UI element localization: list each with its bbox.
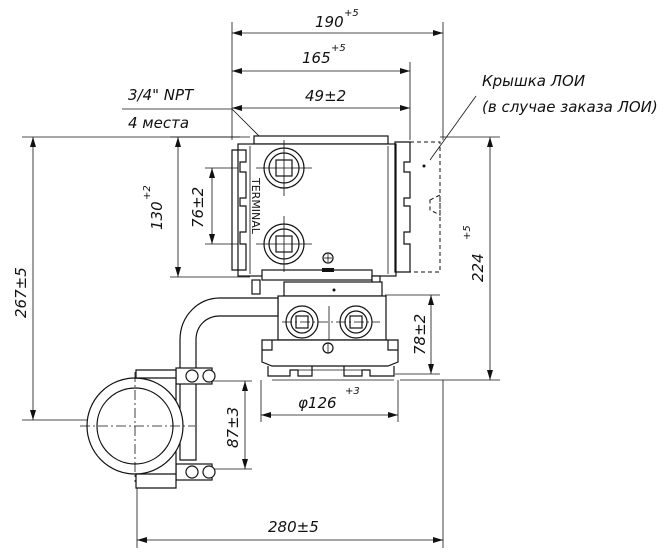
dimension-width-body: 165 +5 [232, 43, 411, 140]
dim-130-tol: +2 [142, 185, 153, 200]
dim-78-value: 78±2 [411, 314, 429, 355]
pipe-clamp [80, 369, 195, 489]
dim-49-value: 49±2 [305, 87, 346, 105]
cover-callout: Крышка ЛОИ (в случае заказа ЛОИ) [429, 72, 658, 161]
sensor-module [261, 281, 399, 381]
dim-267-value: 267±5 [12, 267, 30, 318]
dimension-width-total: 190 +5 [231, 8, 444, 140]
dimension-width-terminal: 49±2 [232, 87, 410, 111]
dimension-length-bottom: 280±5 [136, 380, 444, 548]
dim-280-value: 280±5 [268, 518, 319, 536]
cable-entry-top [256, 140, 312, 196]
npt-callout: 3/4" NPT 4 места [122, 86, 284, 161]
terminal-label: TERMINAL [249, 177, 262, 235]
dim-165-tol: +5 [331, 43, 346, 54]
dimension-flange-diameter: φ126 +3 [260, 380, 399, 422]
dim-126-value: φ126 [298, 394, 337, 412]
dimension-height-body: 130 +2 [142, 136, 250, 278]
dim-87-value: 87±3 [224, 407, 242, 448]
electronics-housing: TERMINAL [231, 135, 441, 295]
dimension-height-flange: 78±2 [385, 294, 440, 375]
dim-224-value: 224 [469, 253, 487, 282]
cable-entry-bottom [256, 216, 312, 272]
dim-224-tol: +5 [462, 225, 473, 240]
dim-190-tol: +5 [344, 8, 359, 19]
dim-190-value: 190 [315, 13, 344, 31]
npt-thread-label: 3/4" NPT [128, 86, 195, 104]
dim-165-value: 165 [302, 49, 331, 67]
cover-title-label: Крышка ЛОИ [482, 72, 585, 90]
dim-76-value: 76±2 [189, 187, 207, 228]
npt-count-label: 4 места [128, 114, 189, 132]
dim-130-value: 130 [148, 201, 166, 230]
mounting-bracket [175, 297, 279, 481]
cover-note-label: (в случае заказа ЛОИ) [482, 98, 658, 116]
dimension-height-right: 224 +5 [400, 136, 500, 381]
dim-126-tol: +3 [345, 386, 360, 397]
dimension-height-bracket: 87±3 [200, 380, 252, 470]
